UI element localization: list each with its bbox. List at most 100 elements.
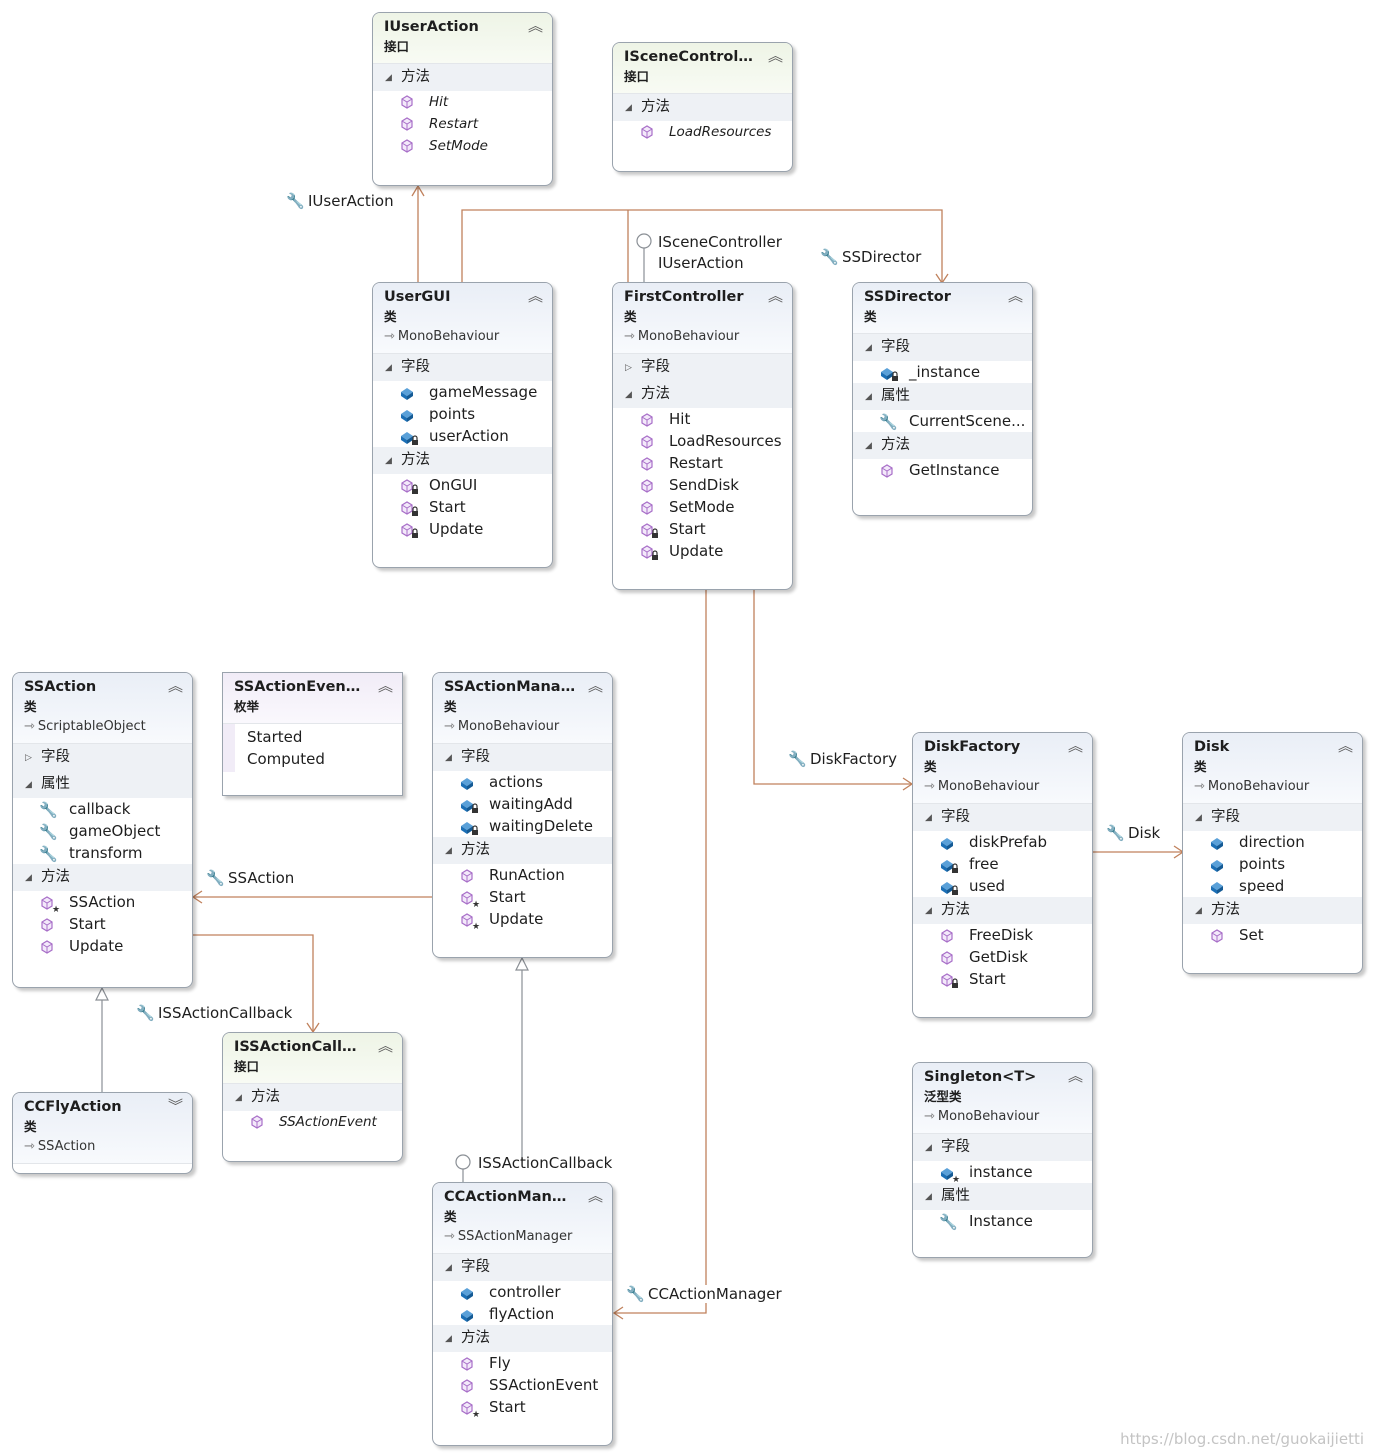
collapse-chevron-icon[interactable]: ︽: [587, 1187, 603, 1205]
section-header-methods[interactable]: ◢方法: [613, 381, 792, 408]
member-set[interactable]: Set: [1183, 924, 1362, 946]
member-used[interactable]: used: [913, 875, 1092, 897]
member-gameobject[interactable]: 🔧gameObject: [39, 822, 161, 841]
collapse-chevron-icon[interactable]: ︽: [1007, 287, 1023, 305]
member-instance[interactable]: ★instance: [913, 1161, 1092, 1183]
collapse-triangle-icon[interactable]: ◢: [1195, 813, 1202, 823]
member-getdisk[interactable]: GetDisk: [913, 946, 1092, 968]
section-header-methods[interactable]: ◢方法: [373, 64, 552, 91]
member-runaction[interactable]: RunAction: [433, 864, 612, 886]
member-ongui[interactable]: OnGUI: [373, 474, 552, 496]
collapse-triangle-icon[interactable]: ◢: [865, 441, 872, 451]
member-points[interactable]: points: [1183, 853, 1362, 875]
member-update[interactable]: Update: [613, 540, 792, 562]
member-currentscene-[interactable]: 🔧CurrentScene...: [879, 412, 1026, 431]
member-transform[interactable]: 🔧transform: [39, 844, 143, 863]
member-fly[interactable]: Fly: [433, 1352, 612, 1374]
section-header-fields[interactable]: ◢字段: [853, 334, 1032, 361]
collapse-chevron-icon[interactable]: ︽: [377, 677, 393, 695]
member-start[interactable]: Start: [613, 518, 792, 540]
section-header-fields[interactable]: ◢字段: [913, 804, 1092, 831]
member-start[interactable]: ★Start: [433, 886, 612, 908]
member-points[interactable]: points: [373, 403, 552, 425]
section-header-methods[interactable]: ◢方法: [853, 432, 1032, 459]
collapse-chevron-icon[interactable]: ︽: [1067, 1067, 1083, 1085]
collapse-triangle-icon[interactable]: ◢: [445, 1334, 452, 1344]
collapse-triangle-icon[interactable]: ◢: [445, 753, 452, 763]
collapse-triangle-icon[interactable]: ◢: [925, 1192, 932, 1202]
member-ssactionevent[interactable]: SSActionEvent: [433, 1374, 612, 1396]
collapse-chevron-icon[interactable]: ︽: [527, 17, 543, 35]
section-header-fields[interactable]: ◢字段: [373, 354, 552, 381]
collapse-triangle-icon[interactable]: ◢: [445, 846, 452, 856]
member-diskprefab[interactable]: diskPrefab: [913, 831, 1092, 853]
expand-triangle-icon[interactable]: ▷: [625, 363, 632, 373]
box-header[interactable]: SSActionEvent...枚举︽: [223, 673, 402, 724]
section-header-fields[interactable]: ◢字段: [433, 1254, 612, 1281]
member-setmode[interactable]: SetMode: [373, 135, 552, 157]
class-box-singleton[interactable]: Singleton<T>泛型类⇾MonoBehaviour︽◢字段★instan…: [912, 1062, 1093, 1258]
box-header[interactable]: CCActionMana...类⇾SSActionManager︽: [433, 1183, 612, 1254]
member--instance[interactable]: _instance: [853, 361, 1032, 383]
collapse-chevron-icon[interactable]: ︽: [1337, 737, 1353, 755]
member-waitingdelete[interactable]: waitingDelete: [433, 815, 612, 837]
box-header[interactable]: ISSActionCallb...接口︽: [223, 1033, 402, 1084]
section-header-properties[interactable]: ◢属性: [13, 771, 192, 798]
section-header-properties[interactable]: ◢属性: [853, 383, 1032, 410]
member-waitingadd[interactable]: waitingAdd: [433, 793, 612, 815]
collapse-triangle-icon[interactable]: ◢: [385, 363, 392, 373]
section-header-methods[interactable]: ◢方法: [223, 1084, 402, 1111]
section-header-methods[interactable]: ◢方法: [913, 897, 1092, 924]
member-restart[interactable]: Restart: [613, 452, 792, 474]
section-header-methods[interactable]: ◢方法: [613, 94, 792, 121]
collapse-chevron-icon[interactable]: ︽: [767, 47, 783, 65]
section-header-methods[interactable]: ◢方法: [433, 837, 612, 864]
section-header-fields[interactable]: ▷字段: [613, 354, 792, 381]
collapse-triangle-icon[interactable]: ◢: [925, 906, 932, 916]
member-flyaction[interactable]: flyAction: [433, 1303, 612, 1325]
member-ssactionevent[interactable]: SSActionEvent: [223, 1111, 402, 1133]
member-instance[interactable]: 🔧Instance: [939, 1212, 1033, 1231]
collapse-triangle-icon[interactable]: ◢: [385, 456, 392, 466]
section-header-fields[interactable]: ▷字段: [13, 744, 192, 771]
section-header-methods[interactable]: ◢方法: [1183, 897, 1362, 924]
member-start[interactable]: ★Start: [433, 1396, 612, 1418]
enum-value[interactable]: Started: [247, 728, 303, 746]
member-start[interactable]: Start: [373, 496, 552, 518]
collapse-chevron-icon[interactable]: ︽: [587, 677, 603, 695]
section-header-fields[interactable]: ◢字段: [913, 1134, 1092, 1161]
box-header[interactable]: SSActionMana...类⇾MonoBehaviour︽: [433, 673, 612, 744]
section-header-methods[interactable]: ◢方法: [13, 864, 192, 891]
collapse-chevron-icon[interactable]: ︽: [1067, 737, 1083, 755]
collapse-triangle-icon[interactable]: ◢: [385, 73, 392, 83]
section-header-fields[interactable]: ◢字段: [1183, 804, 1362, 831]
member-start[interactable]: Start: [13, 913, 192, 935]
member-free[interactable]: free: [913, 853, 1092, 875]
member-update[interactable]: Update: [373, 518, 552, 540]
member-update[interactable]: Update: [13, 935, 192, 957]
section-header-properties[interactable]: ◢属性: [913, 1183, 1092, 1210]
member-direction[interactable]: direction: [1183, 831, 1362, 853]
collapse-triangle-icon[interactable]: ◢: [25, 780, 32, 790]
collapse-triangle-icon[interactable]: ◢: [235, 1093, 242, 1103]
member-loadresources[interactable]: LoadResources: [613, 430, 792, 452]
member-setmode[interactable]: SetMode: [613, 496, 792, 518]
member-controller[interactable]: controller: [433, 1281, 612, 1303]
collapse-chevron-icon[interactable]: ︽: [767, 287, 783, 305]
collapse-triangle-icon[interactable]: ◢: [625, 103, 632, 113]
